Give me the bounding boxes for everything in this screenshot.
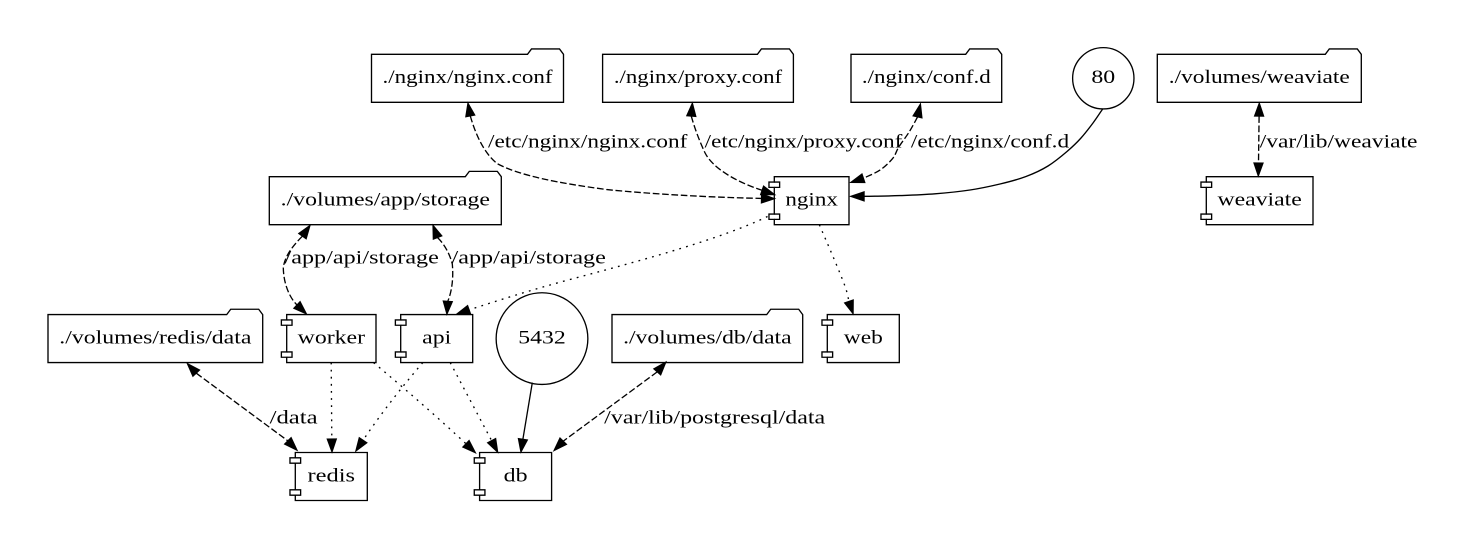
- svg-text:db: db: [504, 465, 528, 486]
- svg-text:/var/lib/weaviate: /var/lib/weaviate: [1260, 132, 1418, 153]
- svg-text:./volumes/weaviate: ./volumes/weaviate: [1169, 67, 1350, 88]
- svg-text:./volumes/app/storage: ./volumes/app/storage: [281, 190, 490, 211]
- svg-text:80: 80: [1091, 67, 1115, 88]
- svg-text:/etc/nginx/conf.d: /etc/nginx/conf.d: [911, 132, 1070, 153]
- svg-text:./volumes/redis/data: ./volumes/redis/data: [59, 328, 252, 349]
- svg-text:/etc/nginx/proxy.conf: /etc/nginx/proxy.conf: [705, 132, 904, 153]
- svg-text:worker: worker: [298, 328, 366, 349]
- svg-text:5432: 5432: [518, 328, 566, 349]
- svg-text:./nginx/conf.d: ./nginx/conf.d: [862, 67, 992, 88]
- svg-text:./volumes/db/data: ./volumes/db/data: [623, 328, 792, 349]
- svg-text:/data: /data: [270, 408, 319, 429]
- svg-text:./nginx/nginx.conf: ./nginx/nginx.conf: [383, 67, 554, 88]
- svg-text:/etc/nginx/nginx.conf: /etc/nginx/nginx.conf: [488, 132, 688, 153]
- svg-text:web: web: [844, 328, 883, 349]
- svg-text:/app/api/storage: /app/api/storage: [452, 248, 606, 269]
- svg-text:api: api: [422, 328, 451, 349]
- svg-text:redis: redis: [308, 465, 356, 486]
- svg-text:weaviate: weaviate: [1218, 190, 1302, 211]
- svg-text:/var/lib/postgresql/data: /var/lib/postgresql/data: [604, 408, 826, 429]
- svg-text:/app/api/storage: /app/api/storage: [285, 248, 439, 269]
- svg-text:nginx: nginx: [785, 190, 838, 211]
- svg-text:./nginx/proxy.conf: ./nginx/proxy.conf: [614, 67, 783, 88]
